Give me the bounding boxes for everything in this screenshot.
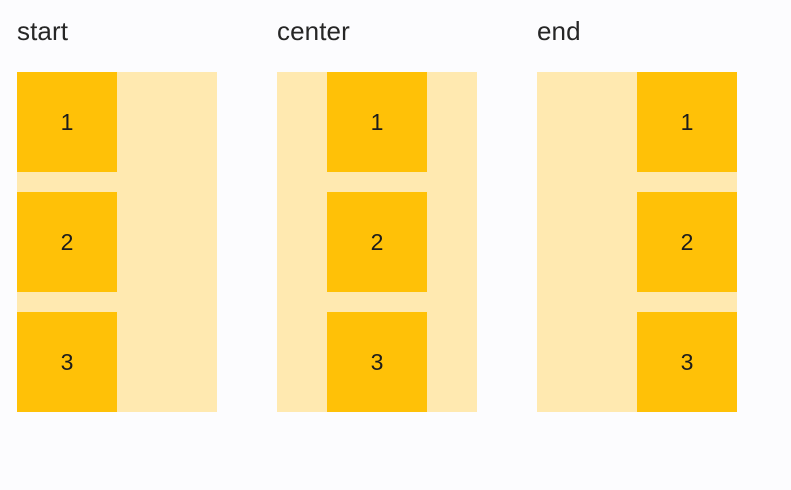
demo-label-start: start: [17, 16, 69, 46]
flex-item: 2: [327, 192, 427, 292]
flex-item: 1: [327, 72, 427, 172]
flex-item: 2: [17, 192, 117, 292]
flex-container-end: 1 2 3: [537, 72, 737, 412]
flex-item: 1: [637, 72, 737, 172]
flex-item: 3: [327, 312, 427, 412]
demo-label-end: end: [537, 16, 581, 46]
flex-item: 1: [17, 72, 117, 172]
flex-item: 3: [17, 312, 117, 412]
flex-container-center: 1 2 3: [277, 72, 477, 412]
demo-label-center: center: [277, 16, 350, 46]
flex-item: 3: [637, 312, 737, 412]
flex-container-start: 1 2 3: [17, 72, 217, 412]
flex-item: 2: [637, 192, 737, 292]
